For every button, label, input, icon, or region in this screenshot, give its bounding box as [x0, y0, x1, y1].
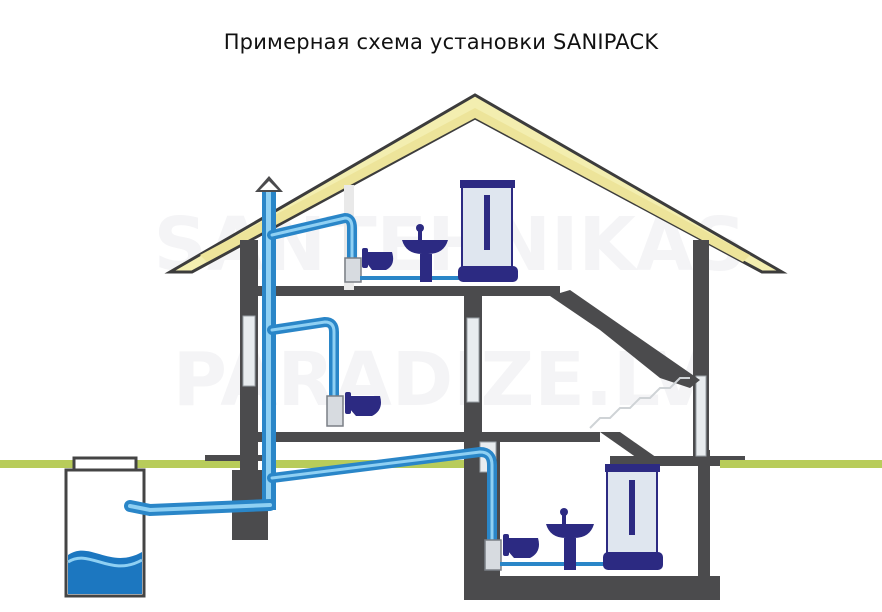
first-floor-fixtures	[326, 392, 381, 427]
sink-icon	[546, 508, 594, 570]
attic-pipe	[267, 213, 357, 263]
attic-fixtures	[344, 180, 518, 283]
staircase-icon	[550, 290, 700, 460]
diagram-title: Примерная схема установки SANIPACK	[223, 30, 659, 54]
basement-pressure-pipe	[267, 447, 497, 545]
toilet-icon	[345, 392, 381, 416]
shower-cabin-icon	[603, 464, 663, 570]
sink-icon	[402, 224, 448, 282]
shower-cabin-icon	[458, 180, 518, 282]
sanipack-pump-icon	[484, 539, 502, 571]
basement-fixtures	[484, 464, 663, 571]
vent-riser-pipe	[255, 176, 283, 510]
sanipack-pump-icon	[326, 395, 344, 427]
septic-tank-icon	[64, 456, 146, 598]
sanipack-pump-icon	[344, 257, 362, 283]
toilet-icon	[503, 534, 539, 558]
first-floor-pipe	[267, 317, 339, 401]
toilet-icon	[362, 248, 394, 270]
roof	[164, 93, 788, 274]
drain-pipe-to-tank	[124, 499, 276, 517]
